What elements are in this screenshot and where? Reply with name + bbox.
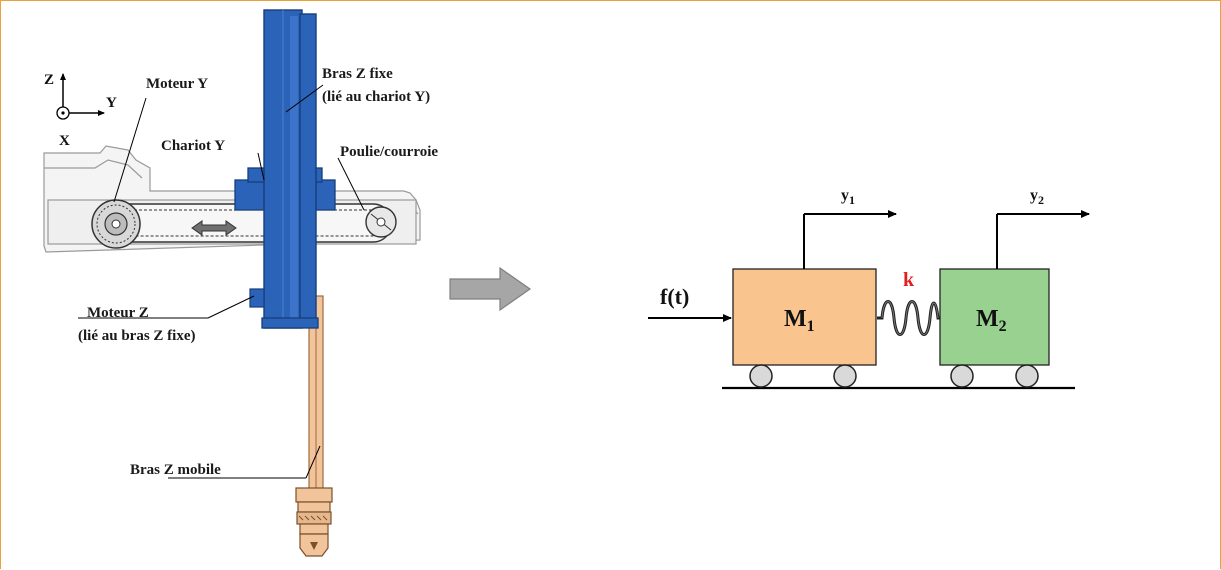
motor-y-pulley: [91, 199, 141, 249]
label-chariot-y: Chariot Y: [161, 138, 225, 154]
mass-1-block: [732, 268, 877, 366]
bras-z-mobile: [295, 295, 333, 557]
idler-pulley: [365, 206, 397, 238]
axis-y-label: Y: [106, 95, 117, 111]
mass-2-block: [939, 268, 1050, 366]
mass-1-wheel-right: [833, 364, 857, 388]
mass-1-wheel-left: [749, 364, 773, 388]
moteur-z: [249, 288, 265, 308]
y1-arrow: [803, 210, 897, 269]
bras-z-fixe: [261, 9, 319, 329]
label-moteur-y: Moteur Y: [146, 76, 208, 92]
axis-z-label: Z: [44, 72, 54, 88]
mass-2-wheel-right: [1015, 364, 1039, 388]
y1-label: y1: [841, 187, 855, 207]
spring-label: k: [903, 269, 915, 291]
label-moteur-z-sub: (lié au bras Z fixe): [78, 328, 196, 344]
y2-arrow: [996, 210, 1090, 269]
axis-x-label: X: [59, 133, 70, 149]
carriage-motion-arrow: [191, 220, 237, 236]
mass-2-wheel-left: [950, 364, 974, 388]
force-label: f(t): [660, 284, 689, 309]
label-bras-z-fixe: Bras Z fixe: [322, 66, 393, 82]
label-moteur-z: Moteur Z: [87, 305, 149, 321]
leader-lines: [78, 84, 365, 479]
mass-2-label: M2: [976, 306, 1007, 335]
mechanism-diagram: Z Y X: [43, 9, 438, 557]
mass-1-label: M1: [784, 306, 815, 335]
mass-spring-model: f(t) k M1 M2 y1 y2: [648, 187, 1090, 390]
label-bras-z-fixe-sub: (lié au chariot Y): [322, 89, 430, 105]
y2-label: y2: [1030, 187, 1044, 207]
label-bras-z-mobile: Bras Z mobile: [130, 462, 221, 478]
spring-icon: [877, 300, 940, 336]
coordinate-frame: Z Y X: [44, 72, 117, 149]
label-poulie-courroie: Poulie/courroie: [340, 144, 438, 160]
transition-arrow-icon: [449, 266, 532, 312]
